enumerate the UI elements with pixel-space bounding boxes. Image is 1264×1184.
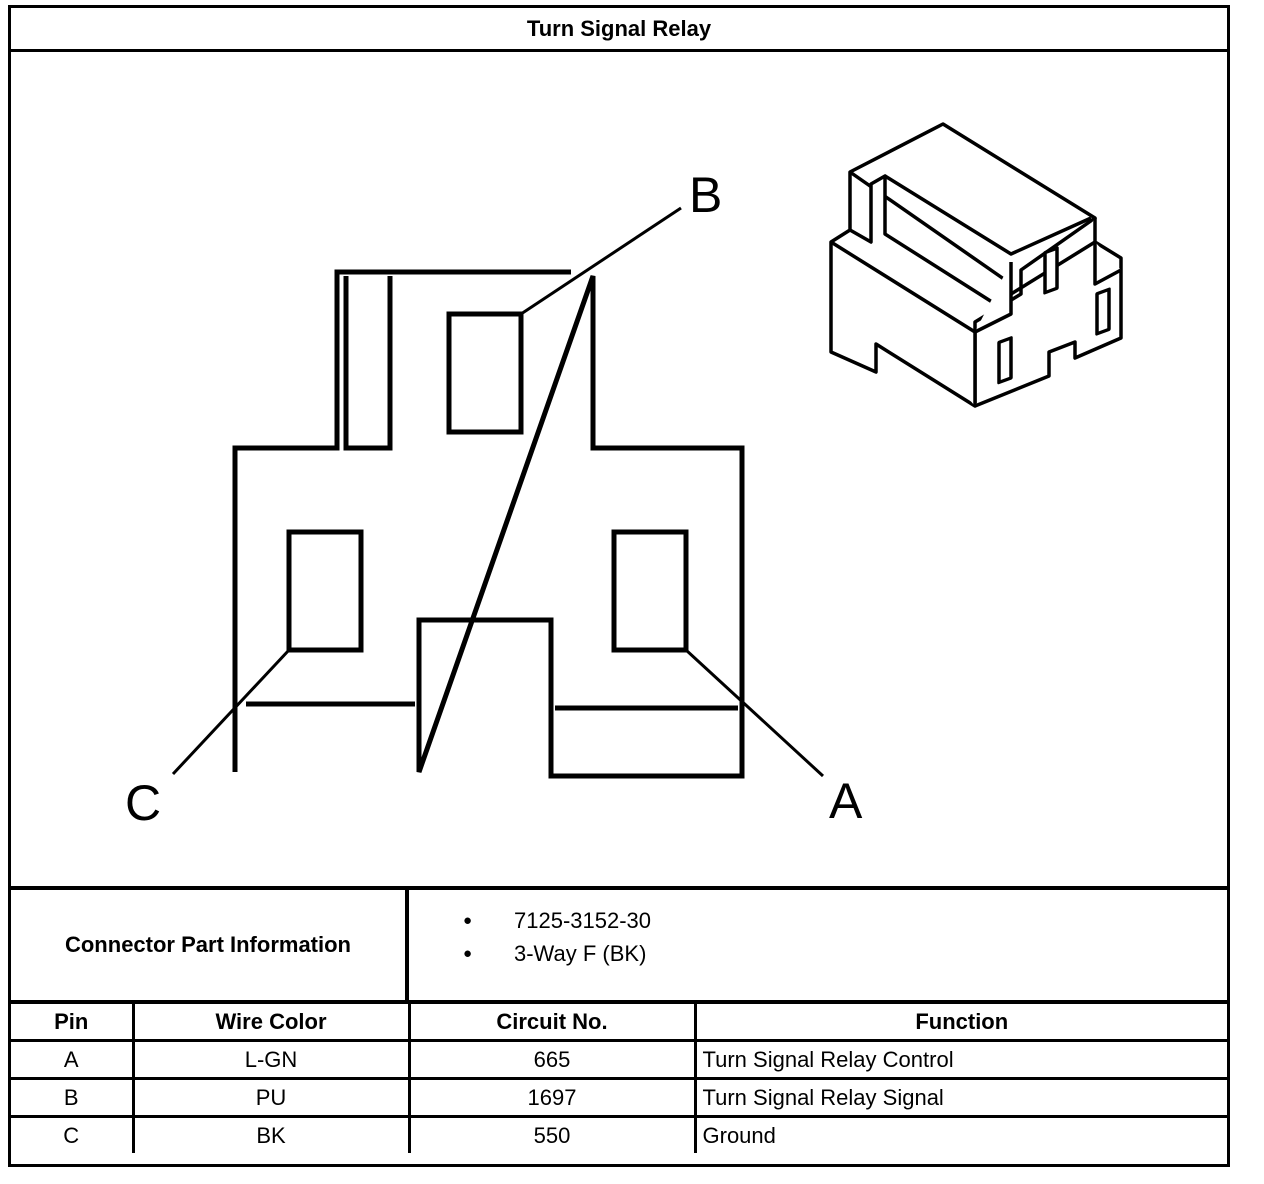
function-cell: Ground xyxy=(693,1115,1227,1153)
wire-color-cell: BK xyxy=(131,1115,411,1153)
connector-diagram: B C A xyxy=(11,52,1227,886)
circuit-cell: 1697 xyxy=(407,1077,697,1118)
cavity-b xyxy=(446,311,524,435)
part-info-label: Connector Part Information xyxy=(11,890,409,1000)
pin-label-c: C xyxy=(125,775,161,831)
leader-line-c xyxy=(171,648,291,776)
pin-label-a: A xyxy=(829,773,863,829)
pin-cell: B xyxy=(11,1077,135,1118)
pin-cell: A xyxy=(11,1039,135,1080)
circuit-cell: 665 xyxy=(407,1039,697,1080)
connector-part-information: Connector Part Information 7125-3152-30 … xyxy=(11,886,1227,1004)
header-function: Function xyxy=(693,1004,1227,1042)
connector-inner-wall-left xyxy=(343,276,393,451)
connector-face-view: B C A xyxy=(125,122,1123,831)
function-cell: Turn Signal Relay Signal xyxy=(693,1077,1227,1118)
connector-page: Turn Signal Relay xyxy=(8,5,1230,1167)
circuit-cell: 550 xyxy=(407,1115,697,1153)
connector-outline-right xyxy=(416,275,745,779)
wire-color-cell: L-GN xyxy=(131,1039,411,1080)
table-row: A L-GN 665 Turn Signal Relay Control xyxy=(11,1039,1227,1080)
pin-table: Pin Wire Color Circuit No. Function A L-… xyxy=(11,1004,1227,1153)
cavity-c xyxy=(286,529,364,653)
leader-line-b xyxy=(520,206,682,316)
pin-label-b: B xyxy=(689,167,722,223)
part-info-list: 7125-3152-30 3-Way F (BK) xyxy=(409,904,651,970)
pin-cell: C xyxy=(11,1115,135,1153)
part-number: 7125-3152-30 xyxy=(409,904,651,937)
function-cell: Turn Signal Relay Control xyxy=(693,1039,1227,1080)
cavity-a xyxy=(611,529,689,653)
page-title: Turn Signal Relay xyxy=(11,8,1227,52)
connector-description: 3-Way F (BK) xyxy=(409,937,651,970)
table-row: B PU 1697 Turn Signal Relay Signal xyxy=(11,1077,1227,1118)
header-circuit-no: Circuit No. xyxy=(407,1004,697,1042)
header-wire-color: Wire Color xyxy=(131,1004,411,1042)
leader-line-a xyxy=(684,648,825,778)
header-pin: Pin xyxy=(11,1004,135,1042)
connector-isometric-view xyxy=(829,122,1123,408)
wire-color-cell: PU xyxy=(131,1077,411,1118)
pin-table-header-row: Pin Wire Color Circuit No. Function xyxy=(11,1004,1227,1042)
connector-outline xyxy=(232,269,571,772)
table-row: C BK 550 Ground xyxy=(11,1115,1227,1153)
